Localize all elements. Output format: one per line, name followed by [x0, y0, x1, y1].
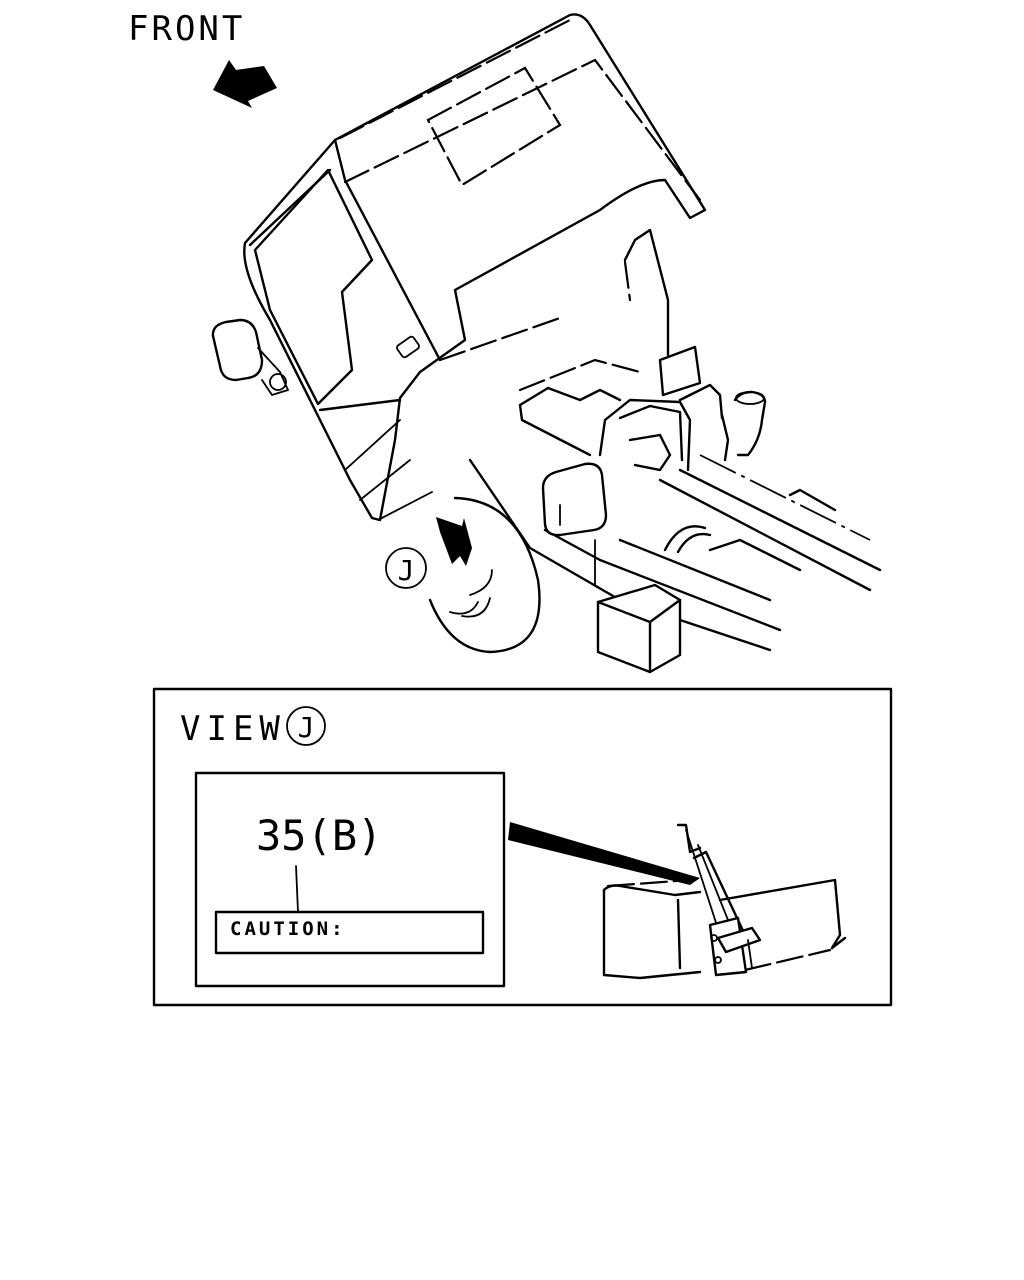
- view-direction-arrow-icon: [436, 517, 472, 566]
- leader-line: [295, 865, 299, 913]
- callout-letter: J: [398, 554, 415, 587]
- pointer-wedge: [508, 822, 700, 885]
- truck-cab-drawing: [211, 13, 707, 522]
- view-frame: [152, 687, 893, 1007]
- view-letter-circle: [286, 706, 326, 746]
- caution-label-box: [214, 910, 485, 955]
- front-arrow-icon: [213, 60, 277, 108]
- front-label: FRONT: [128, 9, 245, 49]
- view-letter: J: [298, 711, 315, 744]
- view-label: VIEW: [180, 709, 286, 749]
- part-number: 35(B): [256, 811, 382, 860]
- label-detail-panel: [194, 771, 506, 988]
- chassis-frame-drawing: [468, 345, 882, 674]
- callout-circle: [385, 547, 427, 589]
- bracket-detail-drawing: [602, 823, 847, 980]
- front-wheel-drawing: [428, 496, 541, 654]
- caution-label-text: CAUTION:: [230, 918, 346, 940]
